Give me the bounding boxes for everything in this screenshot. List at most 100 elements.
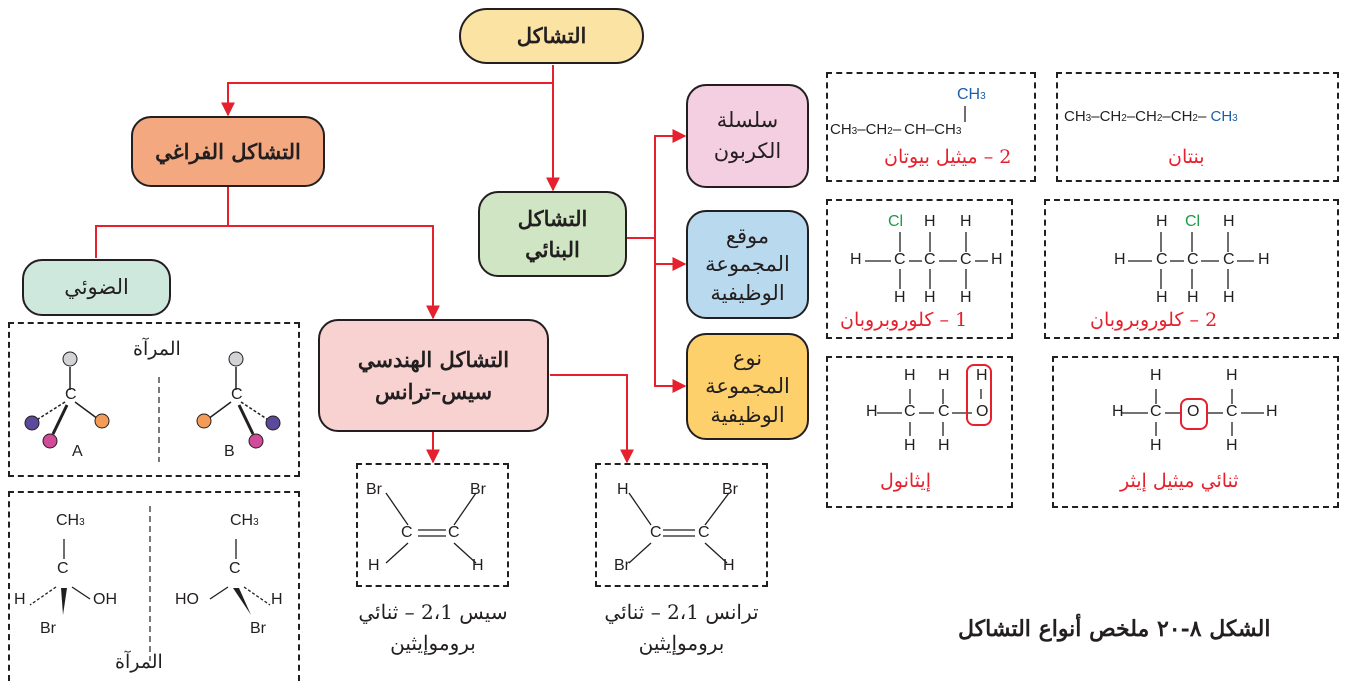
ethanol-c2: C [938, 403, 950, 420]
ethanol-h-left: H [866, 403, 878, 420]
atom-pink-B [248, 433, 264, 449]
ethanol-h-bottom-2: H [938, 437, 950, 454]
node-functional-group-type: نوع المجموعة الوظيفية [686, 333, 809, 440]
cis-h-right: H [472, 557, 484, 574]
atom-c-A: C [65, 386, 77, 403]
trans-h-right: H [723, 557, 735, 574]
methylbutane-name: 2 – ميثيل بيوتان [884, 146, 1012, 168]
atom-c-B: C [231, 386, 243, 403]
node-geometric-isomerism: التشاكل الهندسي سيس–ترانس [318, 319, 549, 432]
chloro1-h-top-3: H [960, 213, 972, 230]
ethanol-h-top-1: H [904, 367, 916, 384]
chloro2-box [1044, 199, 1339, 339]
ethanol-box [826, 356, 1013, 508]
figure-caption: الشكل ٨-٢٠ ملخص أنواع التشاكل [958, 616, 1271, 642]
atom-light-B [228, 351, 244, 367]
ethanol-o: O [976, 403, 989, 420]
chloro1-box [826, 199, 1013, 339]
trans-c-right: C [698, 524, 710, 541]
trans-br-left: Br [614, 557, 630, 574]
br-right: Br [250, 620, 266, 637]
cis-br-right: Br [470, 481, 486, 498]
pentane-box [1056, 72, 1339, 182]
arrow-structural-to-position [654, 238, 687, 271]
node-spatial-isomerism: التشاكل الفراغي [131, 116, 325, 187]
chloro2-name: 2 – كلوروبروبان [1090, 309, 1218, 331]
atom-light-A [62, 351, 78, 367]
chloro2-h-top-3: H [1223, 213, 1235, 230]
arrow-root-to-spatial [221, 65, 554, 117]
arrow-structural-to-type [654, 264, 687, 393]
methylbutane-ch3-top: CH3 [957, 86, 986, 103]
ch3-left: CH3 [56, 512, 85, 529]
chloro1-c3: C [960, 251, 972, 268]
optical-formula-drawing [29, 506, 271, 661]
chloro2-h-bottom-2: H [1187, 289, 1199, 306]
dimethyl-ether-name: ثنائي ميثيل إيثر [1120, 470, 1239, 492]
arrow-spatial-to-geometric [228, 225, 440, 320]
chloro2-cl: Cl [1185, 213, 1201, 230]
chloro1-h-bottom-1: H [894, 289, 906, 306]
methylbutane-bond [964, 106, 966, 122]
br-left: Br [40, 620, 56, 637]
node-structural-isomerism: التشاكل البنائي [478, 191, 627, 277]
chloro2-h-top-1: H [1156, 213, 1168, 230]
chloro2-h-right: H [1258, 251, 1270, 268]
h-right: H [271, 591, 283, 608]
trans-isomer-box [595, 463, 768, 587]
dimethyl-ether-bonds [1122, 389, 1264, 436]
chloro1-name: 1 – كلوروبروبان [840, 309, 968, 331]
c-left: C [57, 560, 69, 577]
trans-isomer-drawing [628, 492, 730, 564]
optical-atoms-drawing [24, 351, 281, 462]
chloro2-c1: C [1156, 251, 1168, 268]
trans-br-right: Br [722, 481, 738, 498]
oxygen-highlight [1180, 398, 1208, 430]
ether-h-right: H [1266, 403, 1278, 420]
chloro1-h-left: H [850, 251, 862, 268]
trans-c-left: C [650, 524, 662, 541]
ether-c2: C [1226, 403, 1238, 420]
c-right: C [229, 560, 241, 577]
cis-h-left: H [368, 557, 380, 574]
node-carbon-chain: سلسلة الكربون [686, 84, 809, 188]
trans-caption: ترانس 2،1 – ثنائي بروموإيثين [604, 600, 759, 655]
mirror-label-bottom: المرآة [115, 651, 163, 673]
ethanol-h-top-3: H [976, 367, 988, 384]
ho-right: HO [175, 591, 199, 608]
trans-h-left: H [617, 481, 629, 498]
ether-h-left: H [1112, 403, 1124, 420]
ethanol-c1: C [904, 403, 916, 420]
ether-c1: C [1150, 403, 1162, 420]
cis-c-left: C [401, 524, 413, 541]
chloro1-c2: C [924, 251, 936, 268]
ether-h-top-2: H [1226, 367, 1238, 384]
cis-c-right: C [448, 524, 460, 541]
atom-orange-A [94, 413, 110, 429]
ethanol-bonds [877, 364, 992, 436]
atom-purple-A [24, 415, 40, 431]
ch3-right: CH3 [230, 512, 259, 529]
chloro2-h-bottom-3: H [1223, 289, 1235, 306]
ether-h-bottom-2: H [1226, 437, 1238, 454]
mirror-label-top: المرآة [133, 338, 181, 360]
chloro2-h-bottom-1: H [1156, 289, 1168, 306]
cis-isomer-drawing [385, 492, 477, 564]
methylbutane-formula: CH3–CH2– CH–CH3 [830, 121, 962, 138]
chloro1-h-top-2: H [924, 213, 936, 230]
atom-orange-B [196, 413, 212, 429]
chloro1-h-bottom-3: H [960, 289, 972, 306]
arrow-geometric-to-trans [550, 374, 634, 464]
ether-o: O [1187, 403, 1200, 420]
chloro1-c1: C [894, 251, 906, 268]
node-optical: الضوئي [22, 259, 171, 316]
chloro1-bonds [865, 232, 988, 289]
h-left: H [14, 591, 26, 608]
oh-left: OH [93, 591, 117, 608]
chloro1-h-bottom-2: H [924, 289, 936, 306]
cis-isomer-box [356, 463, 509, 587]
atom-purple-B [265, 415, 281, 431]
chloro1-h-right: H [991, 251, 1003, 268]
